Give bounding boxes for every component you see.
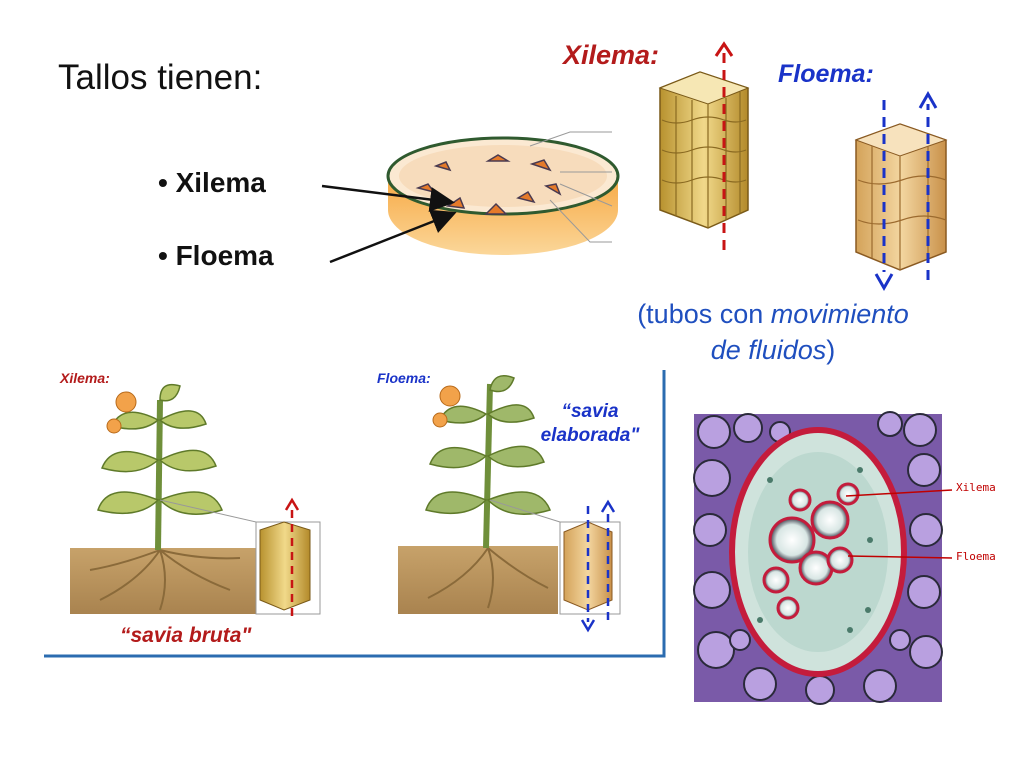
plant-floema-label: Floema: [377, 370, 431, 386]
micrograph-xilema-leader [845, 489, 953, 497]
xilema-plant-illustration [70, 383, 321, 615]
xilema-pointer-arrow [321, 184, 455, 212]
savia-elaborada-line2: elaborada" [540, 425, 640, 446]
floema-pointer-arrow [329, 209, 457, 264]
panel-frame [44, 370, 666, 658]
savia-bruta-label: “savia bruta" [120, 624, 252, 647]
xilema-top-label: Xilema: [563, 40, 660, 70]
tubos-text-1: (tubos con [637, 299, 771, 329]
tubos-text-2: movimiento [770, 299, 909, 329]
plant-xylem-arrow-icon [284, 497, 300, 511]
slide-title: Tallos tienen: [58, 58, 263, 97]
bullet-xilema: • Xilema [158, 167, 266, 198]
xylem-up-arrow-icon [714, 41, 734, 57]
micrograph-xilema-label: Xilema [956, 481, 996, 494]
savia-elaborada-label: “savia elaborada" [520, 400, 660, 448]
floema-top-label: Floema: [778, 60, 874, 88]
plant-phloem-up-arrow-icon [600, 499, 616, 513]
phloem-up-arrow-icon [918, 90, 938, 109]
tubos-text-3: de fluidos [710, 335, 827, 365]
stem-cross-section [386, 131, 620, 255]
micrograph-floema-label: Floema [956, 550, 996, 563]
xylem-tube-illustration [658, 71, 750, 229]
bullet-floema: • Floema [158, 240, 274, 271]
plant-xilema-label: Xilema: [60, 370, 110, 386]
plant-phloem-down-arrow-icon [580, 619, 596, 633]
phloem-tube-illustration [854, 123, 948, 271]
tubos-caption: (tubos con movimiento de fluidos) [588, 296, 958, 368]
micrograph-floema-leader [847, 555, 953, 559]
tubos-text-4: ) [826, 335, 836, 365]
phloem-down-arrow-icon [874, 273, 894, 292]
savia-elaborada-line1: “savia [561, 401, 619, 422]
stem-micrograph [693, 411, 943, 705]
